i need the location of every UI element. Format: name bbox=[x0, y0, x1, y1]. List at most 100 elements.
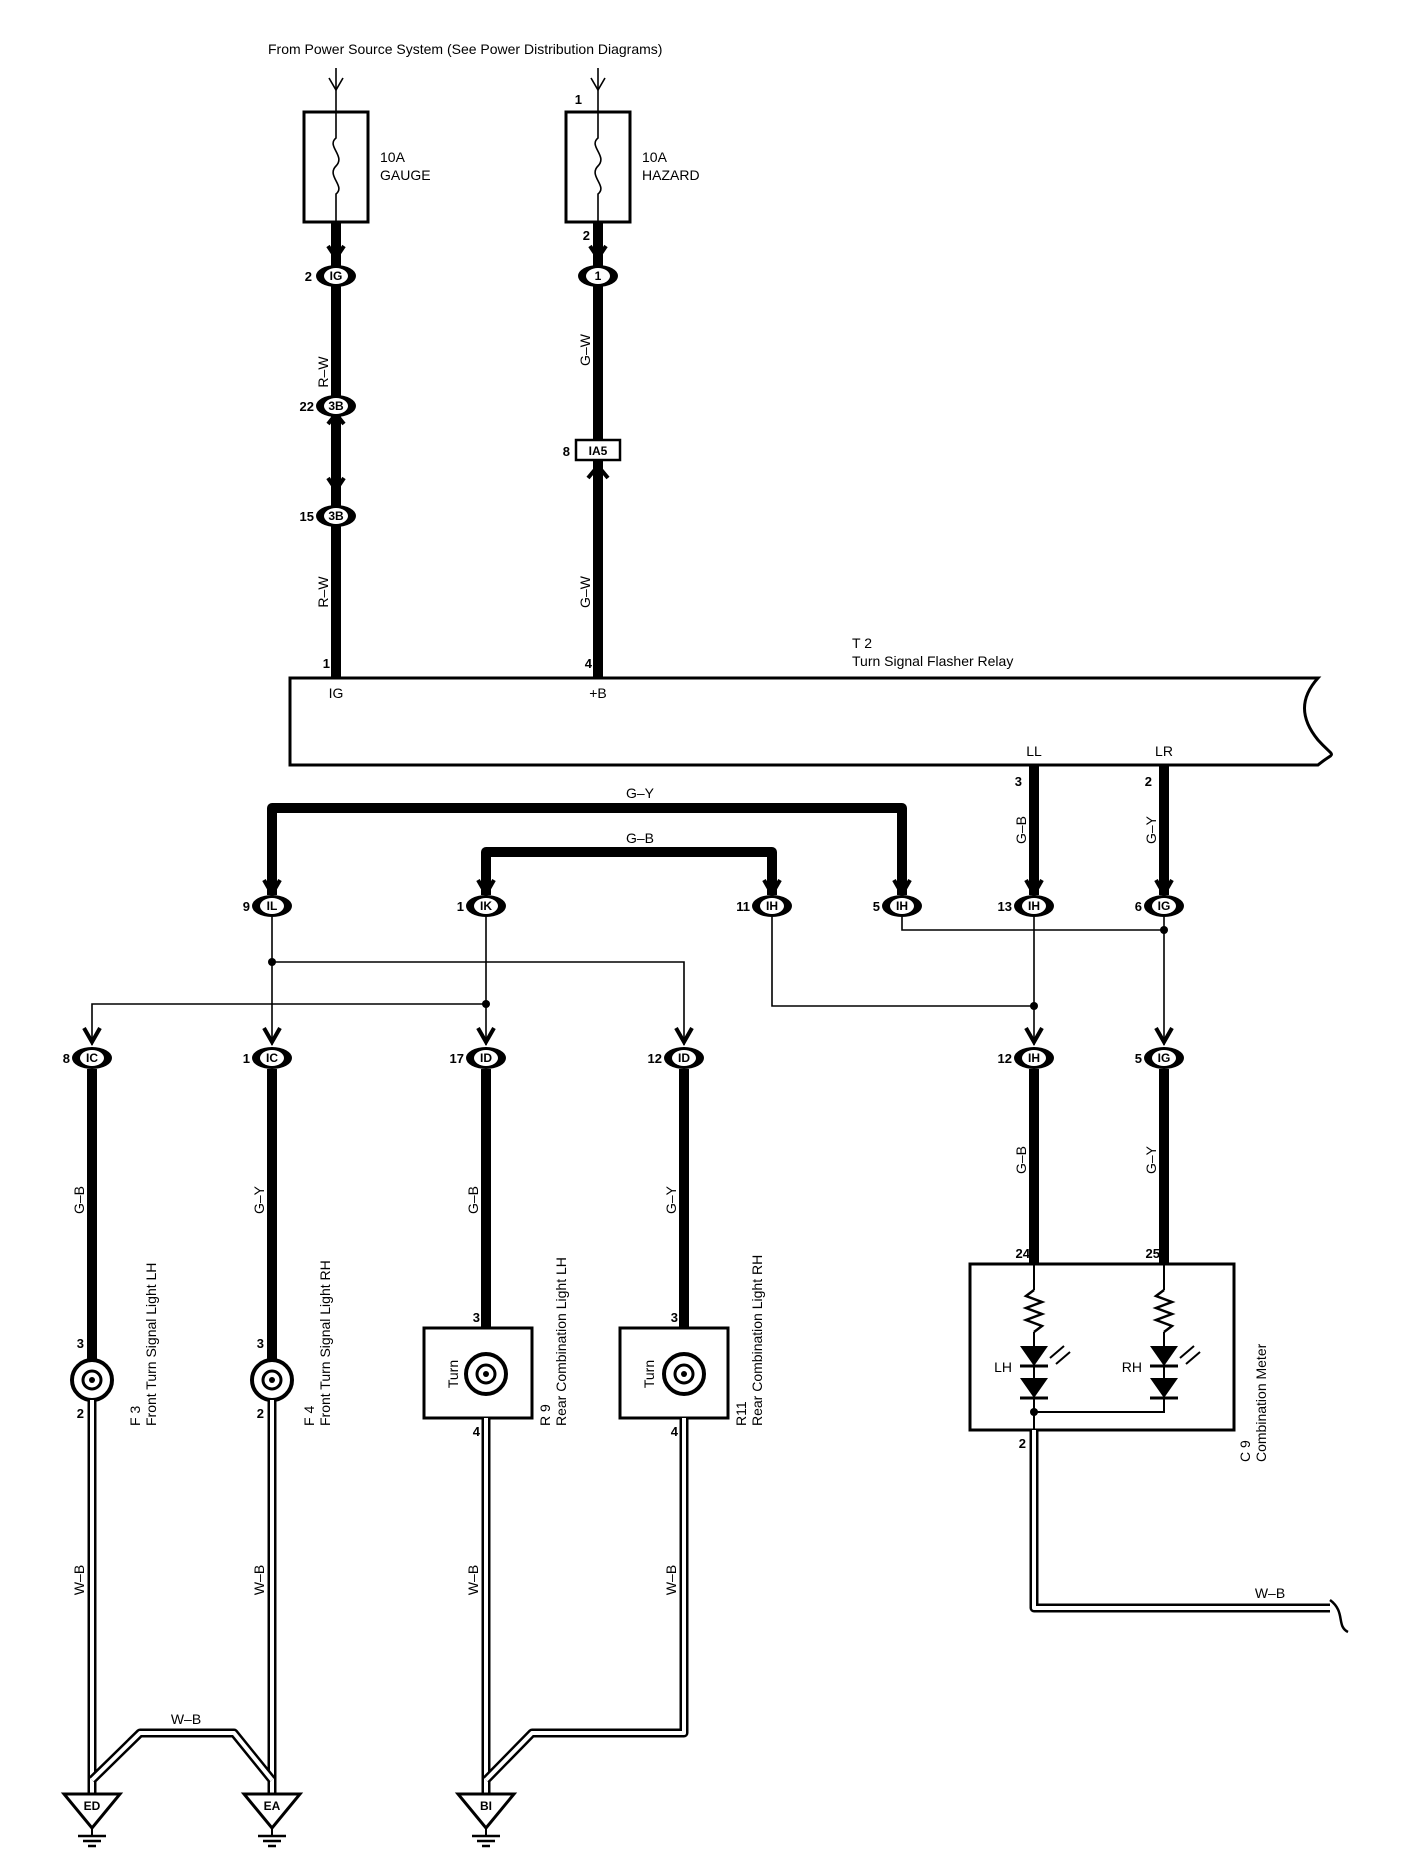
c9-code: C 9 bbox=[1237, 1440, 1253, 1462]
c9-name: Combination Meter bbox=[1253, 1343, 1269, 1462]
pin-ia5: 8 bbox=[563, 444, 570, 459]
wire-label-gb-r9: G–B bbox=[465, 1186, 481, 1214]
svg-text:IC: IC bbox=[266, 1051, 278, 1065]
wire-label-gy-bus: G–Y bbox=[626, 785, 655, 801]
wire-label-gy-f4: G–Y bbox=[251, 1185, 267, 1214]
connector-ik-1: IK bbox=[466, 895, 506, 917]
connector-ia5: IA5 bbox=[574, 438, 622, 462]
connector-ig-5: IG bbox=[1144, 1047, 1184, 1069]
f4-code: F 4 bbox=[301, 1406, 317, 1426]
wire-gy-bus bbox=[267, 803, 907, 895]
f4-name: Front Turn Signal Light RH bbox=[317, 1260, 333, 1426]
wire-label-rw-lower: R–W bbox=[315, 576, 331, 608]
pin-ig-top: 2 bbox=[305, 269, 312, 284]
svg-text:IG: IG bbox=[1158, 1051, 1171, 1065]
c9-lh-label: LH bbox=[994, 1359, 1012, 1375]
pin-ig-6: 6 bbox=[1135, 899, 1142, 914]
wire-label-gy-r11: G–Y bbox=[663, 1185, 679, 1214]
wire-label-gb-ll: G–B bbox=[1013, 816, 1029, 844]
fuse-hazard-pin-in: 1 bbox=[575, 92, 582, 107]
pin-ih-11: 11 bbox=[736, 899, 750, 914]
svg-text:3B: 3B bbox=[328, 509, 344, 523]
connector-ih-13: IH bbox=[1014, 895, 1054, 917]
pin-ic-8: 8 bbox=[63, 1051, 70, 1066]
r9-pin-bottom: 4 bbox=[473, 1424, 481, 1439]
wire-label-gw-upper: G–W bbox=[577, 333, 593, 366]
wire-label-gy-lr: G–Y bbox=[1143, 815, 1159, 844]
pin-ih-13: 13 bbox=[998, 899, 1012, 914]
c9-lh-circuit bbox=[1020, 1264, 1071, 1430]
wire-label-wb-f4: W–B bbox=[251, 1565, 267, 1595]
wire-label-gb-c9: G–B bbox=[1013, 1146, 1029, 1174]
wire-gb-bus bbox=[481, 847, 777, 895]
ground-bi-icon: BI bbox=[454, 1792, 518, 1848]
f3-pin-top: 3 bbox=[77, 1336, 84, 1351]
pin-il-9: 9 bbox=[243, 899, 250, 914]
relay-pin-lr: 2 bbox=[1145, 774, 1152, 789]
r11-bulb-icon bbox=[662, 1352, 706, 1396]
svg-text:IC: IC bbox=[86, 1051, 98, 1065]
wire-label-rw-upper: R–W bbox=[315, 356, 331, 388]
relay-term-b: +B bbox=[589, 685, 607, 701]
ground-wires bbox=[87, 1400, 1349, 1822]
r9-code: R 9 bbox=[537, 1404, 553, 1426]
svg-text:IG: IG bbox=[330, 269, 343, 283]
connector-il-9: IL bbox=[252, 895, 292, 917]
svg-text:ID: ID bbox=[480, 1051, 492, 1065]
connector-ih-12: IH bbox=[1014, 1047, 1054, 1069]
r11-code: R11 bbox=[733, 1401, 749, 1426]
ground-ed-icon: ED bbox=[60, 1792, 124, 1848]
svg-text:IH: IH bbox=[896, 899, 908, 913]
connector-id-12: ID bbox=[664, 1047, 704, 1069]
r9-pin-top: 3 bbox=[473, 1310, 480, 1325]
connector-ic-1: IC bbox=[252, 1047, 292, 1069]
wire-label-gy-c9: G–Y bbox=[1143, 1145, 1159, 1174]
pin-id-12: 12 bbox=[648, 1051, 662, 1066]
svg-text:IA5: IA5 bbox=[589, 444, 608, 458]
fuse-gauge-name: GAUGE bbox=[380, 167, 431, 183]
fuse-hazard bbox=[564, 110, 632, 224]
connector-ih-11: IH bbox=[752, 895, 792, 917]
pin-ik-1: 1 bbox=[457, 899, 464, 914]
c9-pin-rh: 25 bbox=[1146, 1246, 1160, 1261]
r9-name: Rear Combination Light LH bbox=[553, 1257, 569, 1426]
fuse-hazard-rating: 10A bbox=[642, 149, 668, 165]
svg-text:EA: EA bbox=[264, 1799, 281, 1813]
svg-text:IH: IH bbox=[1028, 1051, 1040, 1065]
fuse-gauge-rating: 10A bbox=[380, 149, 406, 165]
relay-pin-ll: 3 bbox=[1015, 774, 1022, 789]
svg-text:IH: IH bbox=[1028, 899, 1040, 913]
pin-id-17: 17 bbox=[450, 1051, 464, 1066]
connector-hazard-1: 1 bbox=[578, 265, 618, 287]
connector-ig-top: IG bbox=[316, 265, 356, 287]
fuse-hazard-name: HAZARD bbox=[642, 167, 700, 183]
fuse-hazard-pin-out: 2 bbox=[583, 228, 590, 243]
f4-pin-top: 3 bbox=[257, 1336, 264, 1351]
wire-label-gw-lower: G–W bbox=[577, 575, 593, 608]
svg-text:1: 1 bbox=[595, 269, 602, 283]
wire-label-wb-link: W–B bbox=[171, 1711, 201, 1727]
r9-bulb-icon bbox=[464, 1352, 508, 1396]
f3-code: F 3 bbox=[127, 1406, 143, 1426]
relay-term-ig: IG bbox=[329, 685, 344, 701]
connector-3b-15: 3B bbox=[316, 505, 356, 527]
relay-code: T 2 bbox=[852, 635, 872, 651]
relay-term-ll: LL bbox=[1026, 743, 1042, 759]
svg-text:IH: IH bbox=[766, 899, 778, 913]
svg-text:ED: ED bbox=[84, 1799, 101, 1813]
f3-name: Front Turn Signal Light LH bbox=[143, 1263, 159, 1426]
pin-ic-1: 1 bbox=[243, 1051, 250, 1066]
c9-rh-label: RH bbox=[1122, 1359, 1142, 1375]
wire-label-wb-r9: W–B bbox=[465, 1565, 481, 1595]
r11-inner-label: Turn bbox=[641, 1360, 657, 1388]
c9-box bbox=[968, 1262, 1236, 1432]
pin-ih-5: 5 bbox=[873, 899, 880, 914]
r11-name: Rear Combination Light RH bbox=[749, 1255, 765, 1426]
relay-body bbox=[288, 676, 1333, 767]
relay-name: Turn Signal Flasher Relay bbox=[852, 653, 1013, 669]
connector-id-17: ID bbox=[466, 1047, 506, 1069]
r11-pin-top: 3 bbox=[671, 1310, 678, 1325]
c9-pin-gnd: 2 bbox=[1019, 1436, 1026, 1451]
connector-ig-6: IG bbox=[1144, 895, 1184, 917]
